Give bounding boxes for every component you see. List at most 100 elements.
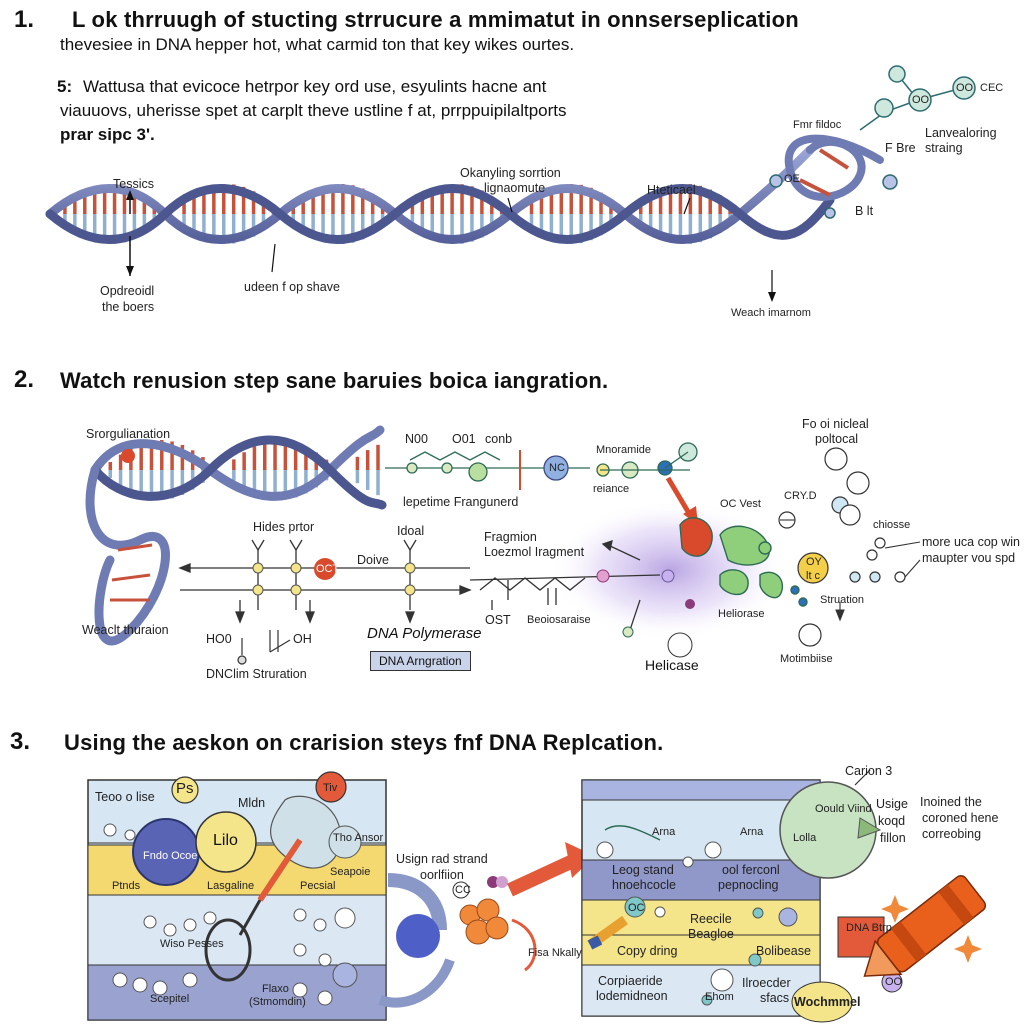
label-the-boers: the boers [102, 300, 155, 314]
section-1-note-line1: Wattusa that evicoce hetrpor key ord use… [83, 77, 547, 96]
label-okanyling: Okanyling sorrtion [460, 166, 561, 180]
label-ltc: lt c [806, 570, 821, 582]
label-copy-dring: Copy dring [617, 944, 678, 958]
label-oh: OH [293, 632, 312, 646]
section-1-note-prefix: 5: [57, 77, 73, 96]
label-idoal: Idoal [397, 524, 425, 538]
label-lilo: Lilo [213, 832, 238, 849]
label-flaxo: Flaxo [262, 983, 289, 995]
label-motimbiise: Motimbiise [780, 653, 833, 665]
label-helicase: Helicase [645, 657, 699, 673]
label-oo-2: OO [956, 82, 974, 94]
label-koqd: koqd [878, 814, 906, 828]
label-sfacs: sfacs [760, 991, 790, 1005]
helix2-strand-a [90, 425, 385, 501]
label-straing: straing [925, 141, 963, 155]
label-oould-viind: Oould Viind [815, 803, 872, 815]
label-teoo: Teoo o lise [95, 790, 155, 804]
section-2-number: 2. [14, 366, 35, 393]
label-reecile: Reecile [690, 912, 732, 926]
label-pecsial: Pecsial [300, 880, 336, 892]
label-srorgulianation: Srorgulianation [86, 427, 171, 441]
molecule-cluster-1 [769, 65, 976, 219]
label-doive: Doive [357, 553, 389, 567]
label-tessics: Tessics [113, 177, 154, 191]
label-oct: OCT [316, 563, 340, 575]
label-fo-chemical: Fo oi nicleal [802, 417, 869, 431]
section-2-heading: Watch renusion step sane baruies boica i… [60, 368, 609, 393]
label-beoiosaraise: Beoiosaraise [527, 614, 591, 626]
label-lodemidneon: lodemidneon [596, 989, 668, 1003]
label-weaclt: Weaclt thuraion [82, 623, 169, 637]
label-hteticael: Hteticael [647, 183, 696, 197]
label-seapoie: Seapoie [330, 866, 371, 878]
helix2-strand-b [90, 435, 387, 510]
label-oo-1: OO [912, 94, 930, 106]
label-scepitel: Scepitel [150, 993, 190, 1005]
label-pepnocling: pepnocling [718, 878, 779, 892]
label-opdreoidl: Opdreoidl [100, 284, 155, 298]
label-leog-stand: Leog stand [612, 863, 674, 877]
label-usige: Usige [876, 797, 908, 811]
left-panel [87, 771, 387, 1021]
label-ool-fercinl: ool ferconl [722, 863, 780, 877]
section-3-number: 3. [10, 728, 31, 755]
label-corpiaeride: Corpiaeride [598, 974, 663, 988]
label-llroecder: Ilroecder [742, 976, 791, 990]
label-wiso-pesses: Wiso Pesses [160, 938, 224, 950]
label-lanvealoring: Lanvealoring [925, 126, 997, 140]
label-reiance: reiance [593, 483, 630, 495]
label-usign-rad: Usign rad strand [396, 852, 488, 866]
label-nc: NC [549, 462, 565, 474]
label-weach: Weach imarnom [731, 307, 811, 319]
label-n00: N00 [405, 432, 428, 446]
label-fillon: fillon [880, 831, 906, 845]
label-oe: OE [784, 173, 800, 185]
label-oc-vest: OC Vest [720, 498, 761, 510]
right-panel [581, 779, 821, 1017]
label-tho-ansor: Tho Ansor [333, 832, 384, 844]
label-conb: conb [485, 432, 513, 446]
label-arna-1: Arna [652, 826, 676, 838]
label-loezmol: Loezmol Iragment [484, 545, 585, 559]
section-1-number: 1. [14, 6, 35, 33]
label-carion3: Carion 3 [845, 764, 893, 778]
label-bolibease: Bolibease [756, 944, 811, 958]
crayon-icon [863, 875, 987, 977]
label-mnoramide: Mnoramide [596, 444, 652, 456]
label-hides: Hides prtor [253, 520, 315, 534]
helix-backbone-strand-a [45, 145, 815, 244]
dna-box-label: DNA Arngration [370, 651, 471, 671]
label-ptnds: Ptnds [112, 880, 141, 892]
label-arna-2: Arna [740, 826, 764, 838]
helix-backbone-strand-b [45, 184, 835, 244]
label-inoined: Inoined the [920, 795, 982, 809]
section-1-note-line3: prar sipc 3'. [60, 125, 155, 144]
label-ps: Ps [176, 780, 194, 797]
label-wochmmel: Wochmmel [794, 995, 861, 1009]
label-lasgaline: Lasgaline [207, 880, 255, 892]
label-fragmion: Fragmion [484, 530, 537, 544]
label-poltocal: poltocal [815, 432, 859, 446]
label-dna-polymerase: DNA Polymerase [367, 625, 482, 642]
label-dnclim: DNClim Struration [206, 667, 307, 681]
label-lignaomute: lignaomute [484, 181, 546, 195]
label-fisa-nkally: Fisa Nkally [528, 947, 582, 959]
section-1-note-line2: viauuovs, uherisse spet at carplt theve … [60, 101, 567, 120]
section-1-subheading: thevesiee in DNA hepper hot, what carmid… [60, 35, 575, 54]
label-more-uca: more uca cop win [922, 535, 1020, 549]
label-ho0: HO0 [206, 632, 232, 646]
label-oc-bot: OC [628, 902, 645, 914]
label-beagloe: Beagloe [688, 927, 734, 941]
label-stmomdin: (Stmomdin) [249, 996, 306, 1008]
section-1-heading: L ok thrruugh of stucting strrucure a mm… [72, 7, 799, 32]
label-oorlfiion: oorlfiion [420, 868, 464, 882]
helix-unwinding-strand [784, 134, 884, 201]
label-o01: O01 [452, 432, 476, 446]
helix2-loop-strand [85, 465, 170, 646]
label-fmr-fildoc: Fmr fildoc [793, 119, 842, 131]
label-ehom: Ehom [705, 991, 734, 1003]
